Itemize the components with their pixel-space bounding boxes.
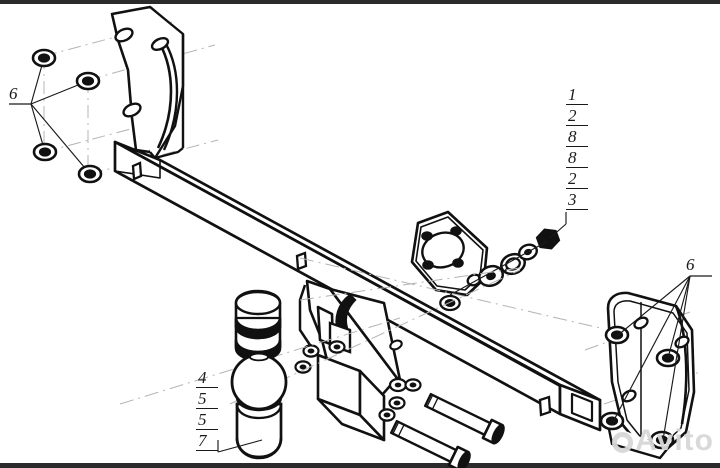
- callout-value: 1: [568, 85, 577, 104]
- callout-stack-right: 1 2 8 8 2 3: [566, 84, 588, 210]
- beam-surface-tabs: [131, 161, 552, 417]
- callout-stack-right-row: 8: [566, 126, 588, 147]
- callout-stack-bottom-left: 4 5 5 7: [196, 367, 218, 451]
- callout-value: 5: [198, 410, 207, 429]
- left-fastener-set: [31, 48, 103, 184]
- callout-stack-right-row: 3: [566, 189, 588, 210]
- leader-lines-right-6: [613, 275, 712, 441]
- callout-value: 5: [198, 389, 207, 408]
- leader-line-bottom-stack: [217, 439, 263, 453]
- callout-stack-bottom-row: 5: [196, 409, 218, 430]
- spacer-sleeve: [234, 289, 282, 362]
- plate-lower-washer: [439, 294, 461, 312]
- callout-value: 7: [198, 431, 207, 450]
- callout-stack-right-row: 2: [566, 168, 588, 189]
- callout-value: 3: [568, 190, 577, 209]
- callout-value: 8: [568, 127, 577, 146]
- callout-stack-right-row: 1: [566, 84, 588, 105]
- callout-left-6-text: 6: [9, 84, 18, 103]
- callout-stack-bottom-row: 5: [196, 388, 218, 409]
- callout-value: 8: [568, 148, 577, 167]
- top-edge-bar: [0, 0, 720, 4]
- callout-right-6: 6: [686, 255, 695, 275]
- callout-stack-bottom-row: 4: [196, 367, 218, 388]
- left-bracket-holes: [114, 27, 170, 118]
- right-mounting-bracket: [606, 291, 696, 460]
- bottom-edge-bar: [0, 463, 720, 468]
- tow-ball: [230, 352, 288, 460]
- callout-stack-bottom-row: 7: [196, 430, 218, 451]
- callout-stack-right-row: 2: [566, 105, 588, 126]
- hex-bolts: [389, 392, 505, 468]
- leader-line-right-stack: [449, 212, 567, 296]
- callout-right-6-text: 6: [686, 255, 695, 274]
- callout-value: 2: [568, 169, 577, 188]
- callout-value: 4: [198, 368, 207, 387]
- callout-value: 2: [568, 106, 577, 125]
- callout-left-6: 6: [9, 84, 18, 104]
- callout-stack-right-row: 8: [566, 147, 588, 168]
